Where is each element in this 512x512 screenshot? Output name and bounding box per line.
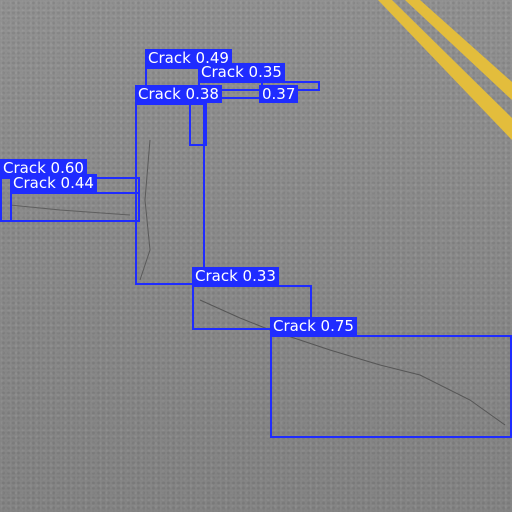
detection-label: Crack 0.33 [192,267,279,285]
detection-label: Crack 0.49 [145,49,232,67]
lane-line-inner [405,0,512,100]
detection-box: Crack 0.38 [135,85,222,285]
detection-box: Crack 0.44 [10,174,140,222]
detection-box: Crack 0.35 [198,63,320,91]
detection-box: Crack 0.33 [192,267,312,330]
detection-label: Crack 0.35 [198,63,285,81]
detection-label: 0.37 [259,85,299,103]
crack-line [199,299,506,426]
lane-line-outer [378,0,512,140]
detection-box: Crack 0.75 [270,317,512,438]
detection-label: Crack 0.60 [0,159,87,177]
crack-line [139,139,151,281]
detection-box: 0.37 [189,85,299,146]
detection-label: Crack 0.44 [10,174,97,192]
detection-box: Crack 0.60 [0,159,140,222]
detection-label: Crack 0.38 [135,85,222,103]
detection-label: Crack 0.75 [270,317,357,335]
crack-line [9,204,131,216]
